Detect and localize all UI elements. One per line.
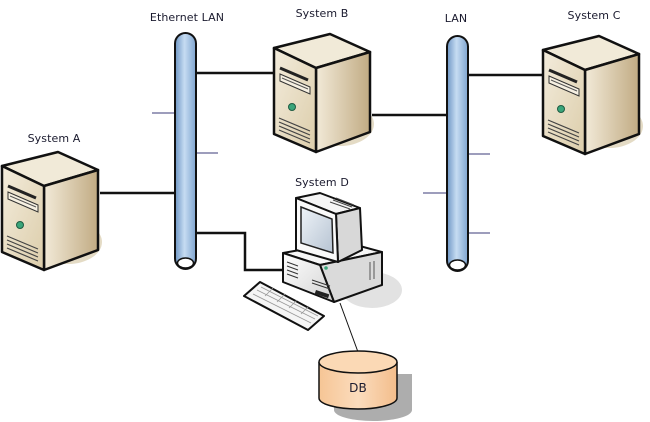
bus-taps xyxy=(152,112,490,234)
server-icon xyxy=(272,32,376,154)
label-lan: LAN xyxy=(444,12,468,25)
bus-lan[interactable] xyxy=(446,35,469,272)
database-db[interactable] xyxy=(318,350,412,421)
label-system-b: System B xyxy=(295,7,349,20)
label-system-d: System D xyxy=(295,176,349,189)
label-system-a: System A xyxy=(27,132,81,145)
label-ethernet-lan: Ethernet LAN xyxy=(149,11,225,24)
server-icon xyxy=(0,150,104,272)
workstation-system-d[interactable] xyxy=(243,192,402,331)
server-system-b[interactable] xyxy=(272,32,376,154)
server-system-c[interactable] xyxy=(541,34,645,156)
keyboard-icon xyxy=(243,281,325,331)
vent-icon xyxy=(329,197,355,210)
link-system-d-db xyxy=(339,302,359,353)
label-system-c: System C xyxy=(567,9,621,22)
vent-icon xyxy=(286,261,299,279)
link-system-d-ethernet xyxy=(196,231,285,272)
server-system-a[interactable] xyxy=(0,150,104,272)
bus-ethernet-lan[interactable] xyxy=(174,32,197,270)
connections xyxy=(100,71,545,353)
server-icon xyxy=(541,34,645,156)
label-db: DB xyxy=(349,381,367,395)
